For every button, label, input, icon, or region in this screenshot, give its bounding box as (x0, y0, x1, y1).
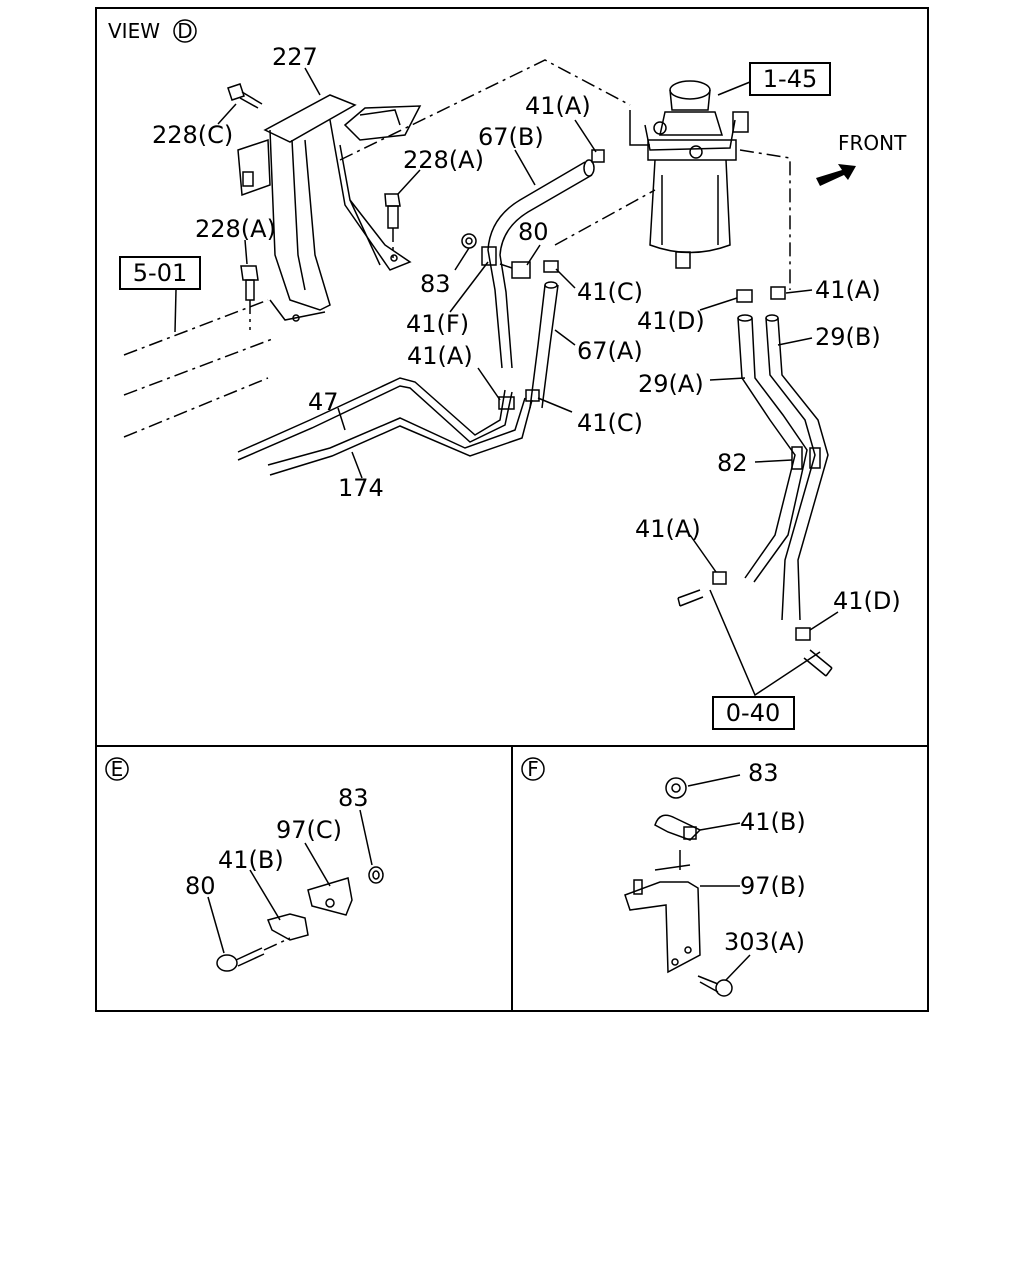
hose-67b (481, 159, 595, 369)
clip-41a-lower (712, 571, 727, 585)
part-label-67b: 67(B) (478, 123, 544, 151)
part-label-174: 174 (338, 474, 384, 502)
detail-f-label-303a: 303(A) (724, 928, 805, 956)
pipe-174 (267, 397, 533, 476)
part-label-67a: 67(A) (577, 337, 643, 365)
part-label-83: 83 (420, 270, 451, 298)
hose-67a (529, 281, 559, 409)
detail-e-label-97c: 97(C) (276, 816, 342, 844)
nut-83 (461, 233, 477, 249)
pipe-47 (237, 377, 513, 461)
reference-line-frame-1 (123, 299, 269, 356)
detail-f-label-41b: 41(B) (740, 808, 806, 836)
detail-e: E 83 97(C) 41(B) 80 (105, 757, 384, 972)
detail-f: F 83 41(B) 97(B) 303(A) (521, 757, 806, 997)
bolt-228a-upper (384, 193, 401, 258)
part-label-228a-upper: 228(A) (403, 146, 484, 174)
front-arrow-icon (816, 164, 856, 186)
detail-f-circle (521, 757, 545, 781)
part-label-41d-lower: 41(D) (833, 587, 901, 615)
ref-label-5-01: 5-01 (133, 259, 187, 287)
view-marker: D (177, 19, 192, 43)
detail-e-label-80: 80 (185, 872, 216, 900)
clip-41a-top (591, 149, 605, 163)
bracket-227 (237, 94, 422, 322)
ref-label-0-40: 0-40 (726, 699, 780, 727)
hose-29b (765, 314, 829, 621)
part-label-47: 47 (308, 388, 339, 416)
detail-f-label-97b: 97(B) (740, 872, 806, 900)
part-label-29b: 29(B) (815, 323, 881, 351)
detail-f-label-83: 83 (748, 759, 779, 787)
part-label-228c: 228(C) (152, 121, 233, 149)
part-label-29a: 29(A) (638, 370, 704, 398)
detail-e-label-83: 83 (338, 784, 369, 812)
clip-41d-lower (795, 627, 811, 641)
detail-e-label-41b: 41(B) (218, 846, 284, 874)
bolt-228a-lower (240, 265, 259, 330)
hose-29a (737, 314, 808, 583)
part-label-227: 227 (272, 43, 318, 71)
view-title: VIEW (108, 19, 160, 43)
clamp-82 (791, 446, 821, 470)
reference-line-filter-right (739, 149, 791, 290)
ref-box-0-40 (712, 696, 795, 730)
clip-41a-filter (770, 286, 786, 300)
part-label-41a-lower: 41(A) (635, 515, 701, 543)
clip-41a-mid (498, 396, 515, 410)
part-label-41d-filter: 41(D) (637, 307, 705, 335)
part-label-41a-top: 41(A) (525, 92, 591, 120)
leader-lines-main (174, 67, 839, 697)
ref-box-1-45 (749, 62, 831, 96)
ref-box-5-01 (119, 256, 201, 290)
reference-line-filter (554, 189, 656, 246)
front-label: FRONT (838, 131, 907, 155)
part-label-228a-lower: 228(A) (195, 215, 276, 243)
part-label-41a-mid: 41(A) (407, 342, 473, 370)
clip-41c-mid (525, 389, 540, 402)
bolt-80 (499, 261, 531, 279)
part-label-82: 82 (717, 449, 748, 477)
detail-e-circle (105, 757, 129, 781)
pipe-end-lower-left (677, 589, 704, 607)
ref-label-1-45: 1-45 (763, 65, 817, 93)
part-label-41a-filter: 41(A) (815, 276, 881, 304)
detail-f-marker: F (527, 757, 539, 781)
part-label-41f: 41(F) (406, 310, 469, 338)
fuel-filter-assembly (629, 80, 749, 269)
clip-41c-top (543, 260, 559, 273)
part-label-41c-mid: 41(C) (577, 409, 643, 437)
part-label-41c-top: 41(C) (577, 278, 643, 306)
detail-e-marker: E (111, 757, 124, 781)
reference-line-bracket (339, 59, 631, 161)
clip-41d-filter (736, 289, 753, 303)
reference-line-frame-2 (123, 337, 276, 396)
reference-line-frame-3 (123, 377, 269, 438)
view-marker-circle (173, 19, 197, 43)
bolt-228c (227, 83, 263, 109)
part-label-80: 80 (518, 218, 549, 246)
